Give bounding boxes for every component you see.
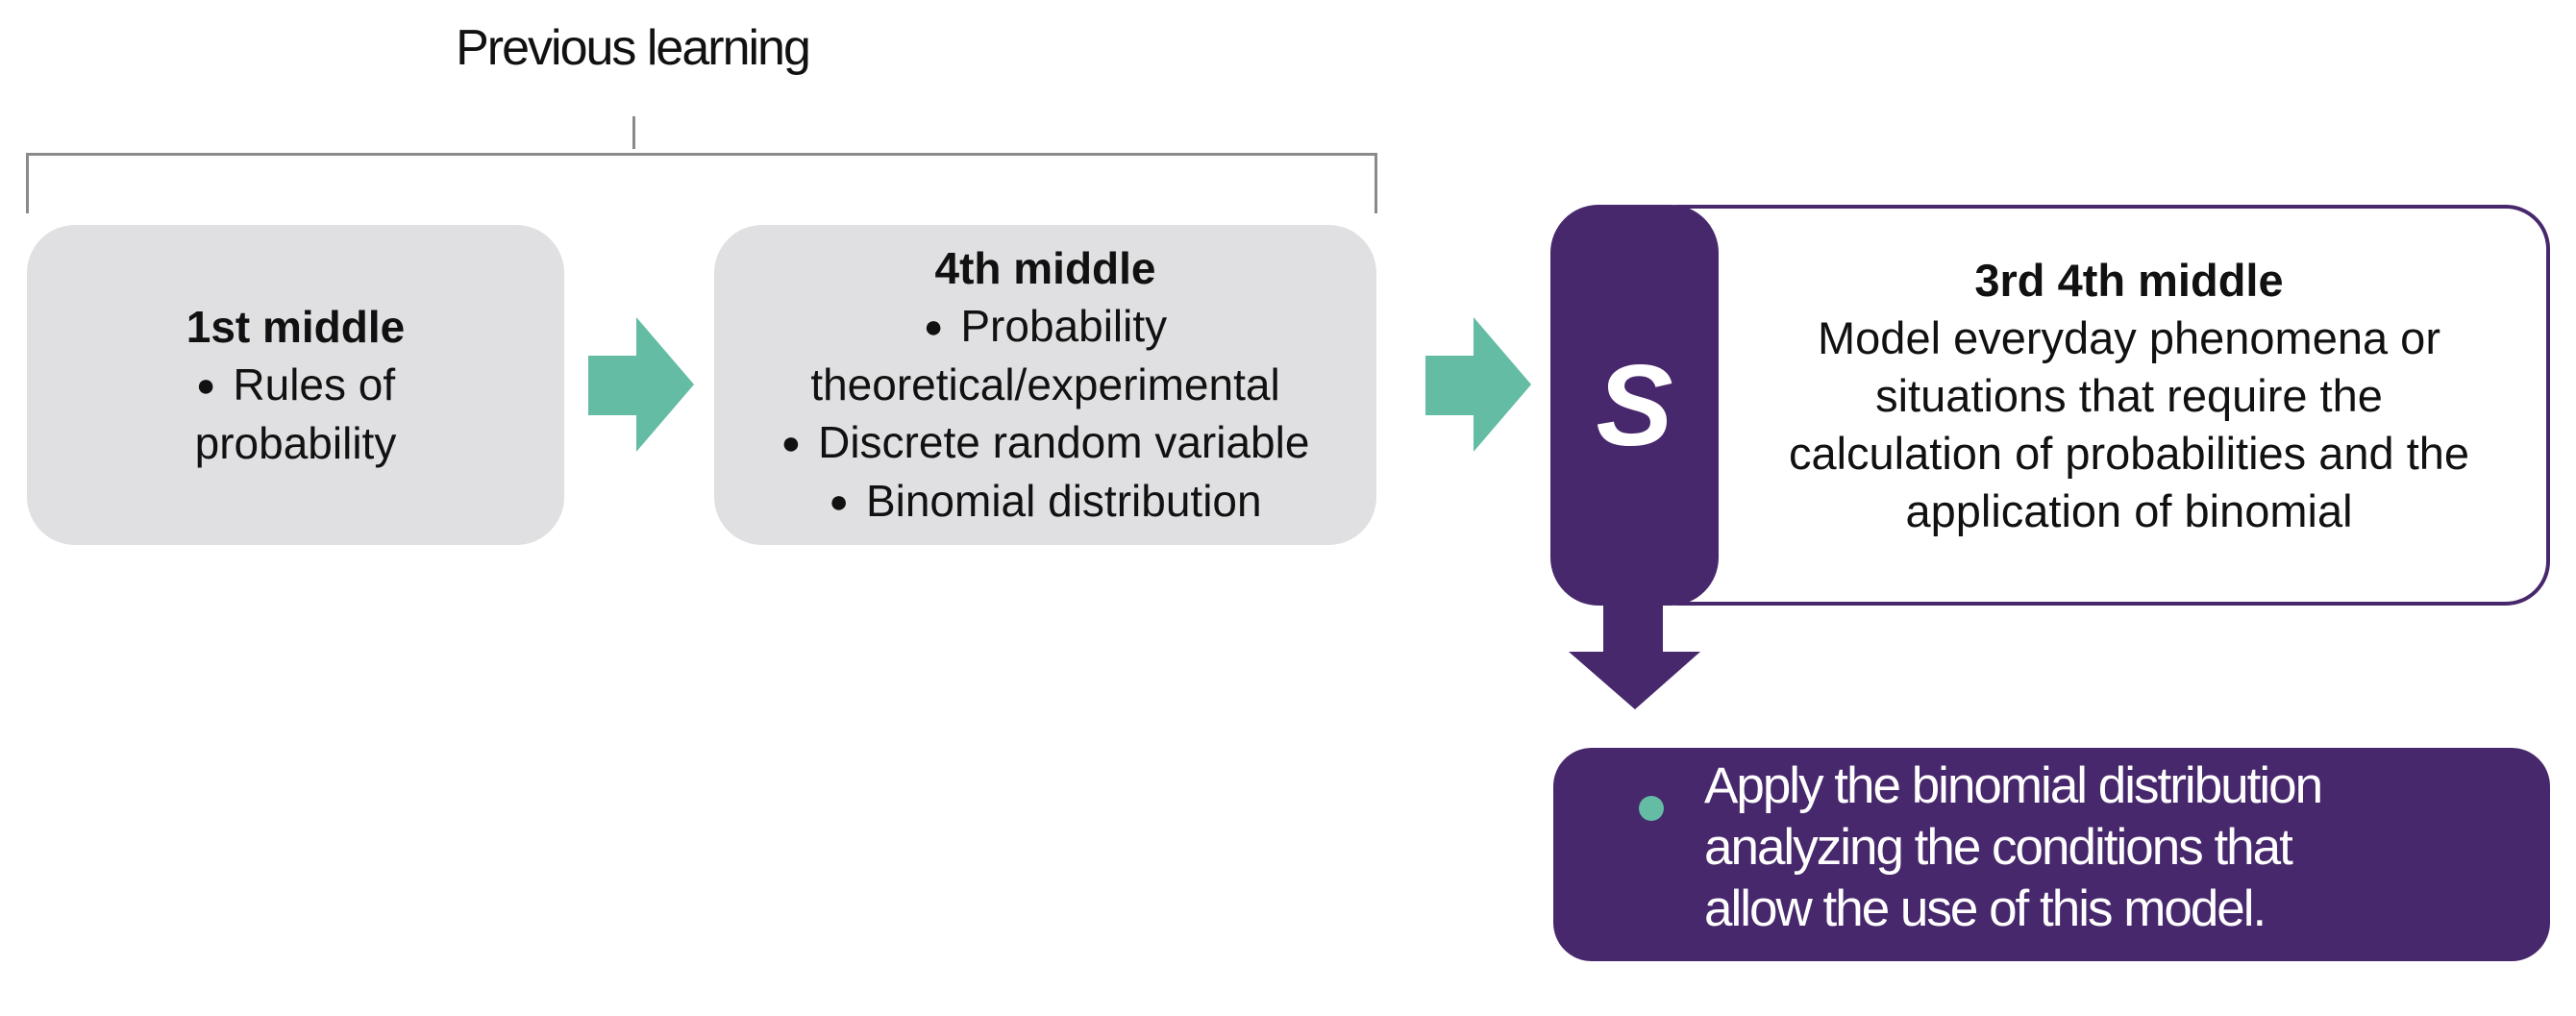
bracket-left-drop <box>26 153 29 213</box>
stage-box-1st-middle: 1st middle Rules of probability <box>27 225 564 545</box>
arrow-down-icon <box>1569 604 1700 709</box>
current-stage-text: 3rd 4th middle Model everyday phenomena … <box>1730 252 2528 540</box>
bracket-right-drop <box>1375 153 1377 213</box>
stage-item: Rules of <box>196 356 395 414</box>
stage-item: Binomial distribution <box>829 472 1262 531</box>
stage-item: Probability <box>924 297 1167 356</box>
stage-item-cont: theoretical/experimental <box>810 359 1280 409</box>
current-line: situations that require the <box>1875 370 2383 421</box>
current-line: calculation of probabilities and the <box>1788 428 2470 479</box>
stage-box-4th-middle: 4th middle Probability theoretical/exper… <box>714 225 1376 545</box>
s-badge-panel: S <box>1550 205 1719 606</box>
bracket-line <box>26 153 1377 156</box>
previous-learning-title: Previous learning <box>456 20 811 76</box>
bracket-tick <box>632 116 635 149</box>
arrow-right-icon <box>1425 317 1531 452</box>
stage-heading: 1st middle <box>186 302 406 352</box>
current-line: application of binomial <box>1905 485 2353 536</box>
current-stage-box <box>1634 205 2550 606</box>
current-line: Model everyday phenomena or <box>1818 312 2440 363</box>
stage-item-cont: probability <box>194 418 397 468</box>
current-heading: 3rd 4th middle <box>1974 255 2284 306</box>
arrow-right-icon <box>588 317 694 452</box>
outcome-text: Apply the binomial distribution analyzin… <box>1704 756 2531 940</box>
outcome-line: allow the use of this model. <box>1704 880 2266 937</box>
outcome-box <box>1553 748 2550 961</box>
bullet-dot-icon <box>1639 796 1664 821</box>
s-badge-letter: S <box>1596 340 1673 470</box>
stage-item: Discrete random variable <box>781 413 1309 472</box>
stage-heading: 4th middle <box>934 243 1156 293</box>
outcome-line: analyzing the conditions that <box>1704 819 2293 876</box>
outcome-line: Apply the binomial distribution <box>1704 757 2323 814</box>
